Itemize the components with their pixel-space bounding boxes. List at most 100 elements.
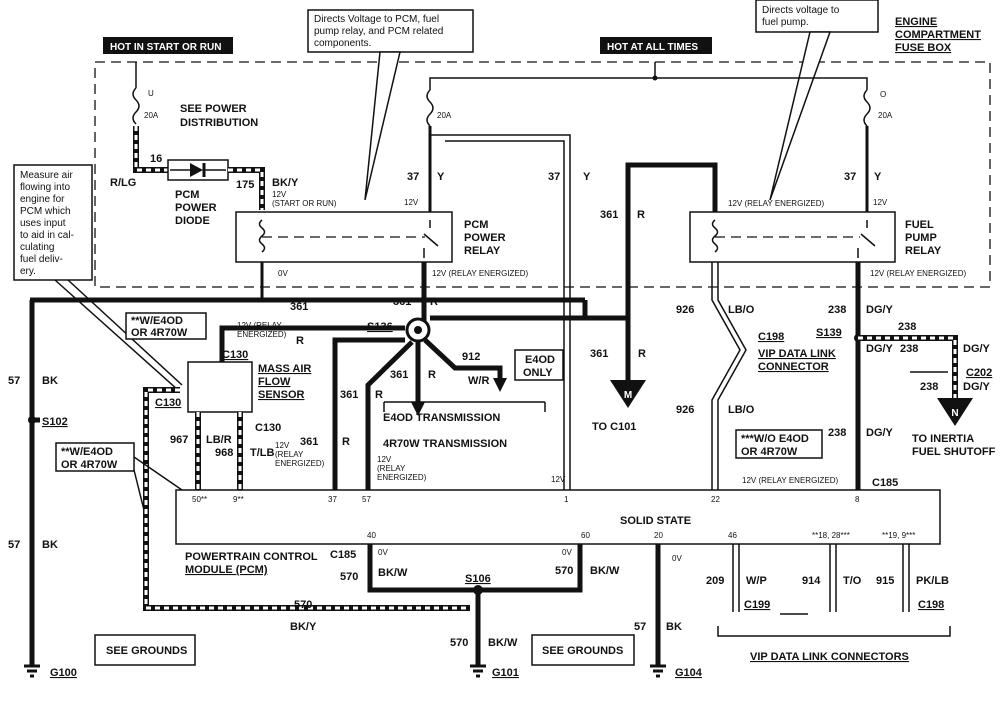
diode-label-line2: POWER <box>175 202 217 214</box>
wire-926-a <box>711 262 741 490</box>
callout-fuel-box <box>755 0 879 33</box>
wire-57b-color: BK <box>42 539 58 551</box>
pcm-energized-a-line2: (RELAY <box>275 450 304 459</box>
pcm-relay-label-line2: POWER <box>464 232 506 244</box>
wire-914-color: T/O <box>843 575 862 587</box>
wire-926-b <box>717 262 747 490</box>
c130-a-label: C130 <box>222 349 248 361</box>
pcm-solid-state: SOLID STATE <box>620 515 691 527</box>
diode-label-line1: PCM <box>175 189 199 201</box>
fuse-u: U 20A <box>132 62 159 125</box>
wire-361b-num: 361 <box>340 389 358 401</box>
wire-238a-color: DG/Y <box>866 304 894 316</box>
wire-209-color: W/P <box>746 575 767 587</box>
c130-c-label: C130 <box>255 422 281 434</box>
wire-209-num: 209 <box>706 575 724 587</box>
wire-238b-num: 238 <box>898 321 916 333</box>
wire-238d-color: DG/Y <box>963 381 991 393</box>
ground-g101: G101 <box>470 664 519 679</box>
callout-fuel-pump-voltage: Directs voltage to fuel pump. <box>755 0 879 201</box>
pcm-pin-40: 40 <box>367 531 376 540</box>
pcm-pins-bottom: 40 60 20 46 **18, 28*** **19, 9*** <box>367 531 915 540</box>
callout-maf-line4: PCM which <box>20 206 71 217</box>
wire-912-color: W/R <box>468 375 489 387</box>
wire-361c-num: 361 <box>390 369 408 381</box>
transmission-4r70w-label: 4R70W TRANSMISSION <box>383 438 507 450</box>
vip-bracket <box>717 626 951 637</box>
wire-967-num: 967 <box>170 434 188 446</box>
pcm-relay-coil <box>258 219 266 253</box>
vip-data-link-connectors-label: VIP DATA LINK CONNECTORS <box>750 651 909 663</box>
wire-968-num: 968 <box>215 447 233 459</box>
fuel-relay-label-line3: RELAY <box>905 245 942 257</box>
splice-s136-dot <box>414 326 422 334</box>
pin1-12v: 12V <box>551 475 566 484</box>
power-bus <box>429 77 868 90</box>
wire-37-to-pcm-b <box>445 140 565 490</box>
fuse-o: O 20A <box>863 89 893 127</box>
maf-sensor-line2: FLOW <box>258 376 291 388</box>
to-c101-label: TO C101 <box>592 421 636 433</box>
wire-361d-num: 361 <box>300 436 318 448</box>
callout-fuel-pointer <box>769 31 832 201</box>
wire-361-left-color: R <box>296 335 304 347</box>
g101-label: G101 <box>492 667 519 679</box>
g100-label: G100 <box>50 667 77 679</box>
see-grounds-b-label: SEE GROUNDS <box>542 645 623 657</box>
wire-361c-color: R <box>428 369 436 381</box>
fuse-u-element <box>132 87 140 125</box>
maf-sensor-box <box>187 361 253 413</box>
wire-238d-num: 238 <box>920 381 938 393</box>
diode-circuit-16: 16 <box>150 153 162 165</box>
diode-symbol <box>190 163 203 177</box>
diode-volt-note: (START OR RUN) <box>272 199 337 208</box>
c185-a-label: C185 <box>872 477 898 489</box>
wire-37-to-pcm-a <box>445 134 571 490</box>
callout-maf: Measure air flowing into engine for PCM … <box>13 164 183 391</box>
e4od-only-line2: ONLY <box>523 367 553 379</box>
fuse-u-letter: U <box>148 89 154 98</box>
pcm-pin-8: 8 <box>855 495 860 504</box>
wire-238c-color2: DG/Y <box>963 343 991 355</box>
c198-a-label: C198 <box>758 331 784 343</box>
hot-start-run-label: HOT IN START OR RUN <box>110 42 221 53</box>
fuel-relay-label-line2: PUMP <box>905 232 937 244</box>
note-e4od-top-line1: **W/E4OD <box>131 315 183 327</box>
pcm-relay-switch <box>423 233 439 247</box>
wire-570d-color: BK/W <box>488 637 518 649</box>
pcm-energized-b-line2: (RELAY <box>377 464 406 473</box>
wire-968-color: T/LB <box>250 447 274 459</box>
wire-238c-color: DG/Y <box>866 343 894 355</box>
note-e4od-top-line2: OR 4R70W <box>131 327 188 339</box>
c199-label: C199 <box>744 599 770 611</box>
wire-570b-num: 570 <box>555 565 573 577</box>
note-e4od-left-leader1 <box>133 456 183 491</box>
wire-361-to-fuel-relay <box>585 162 718 321</box>
wire-926b-color: LB/O <box>728 404 755 416</box>
wire-361e-num: 361 <box>590 348 608 360</box>
fuse-mid: 20A <box>426 89 452 127</box>
pcm-relay-v12-energized: 12V (RELAY ENERGIZED) <box>432 269 529 278</box>
pcm-ov-b: 0V <box>562 548 572 557</box>
fuel-relay-v12-energized: 12V (RELAY ENERGIZED) <box>870 269 967 278</box>
fuse-box-title-line1: ENGINE <box>895 16 937 28</box>
wire-915-color: PK/LB <box>916 575 949 587</box>
pcm-energized-a-line3: ENERGIZED) <box>275 459 325 468</box>
fuel-relay-coil <box>711 219 719 253</box>
fuel-pump-relay: FUEL PUMP RELAY 12V (RELAY ENERGIZED) 12… <box>689 198 967 278</box>
hot-all-times-tag <box>600 37 712 54</box>
ground-g100: G100 <box>24 664 77 679</box>
wire-57a-color: BK <box>42 375 58 387</box>
wire-570a-color: BK/W <box>378 567 408 579</box>
wire-570c-color: BK/Y <box>290 621 317 633</box>
wire-361-left-num: 361 <box>290 301 308 313</box>
c185-b-label: C185 <box>330 549 356 561</box>
wire-238e-num: 238 <box>828 427 846 439</box>
see-grounds-a-label: SEE GROUNDS <box>106 645 187 657</box>
pcm-pin-1: 1 <box>564 495 569 504</box>
note-e4od-left-line2: OR 4R70W <box>61 459 118 471</box>
ground-g104: G104 <box>650 664 703 679</box>
callout-maf-line5: uses input <box>20 218 66 229</box>
wire-57b-num: 57 <box>8 539 20 551</box>
